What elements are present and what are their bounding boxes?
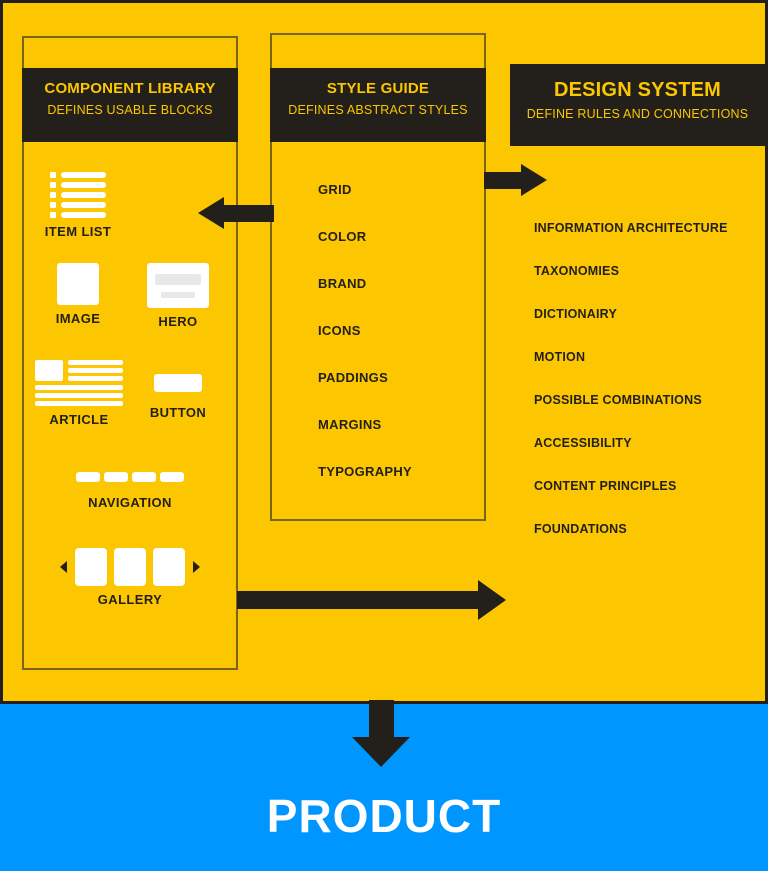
arrow-right-long-icon <box>478 580 506 620</box>
component-tile-label: GALLERY <box>97 592 163 607</box>
button-icon <box>154 374 202 392</box>
component-library-panel <box>22 36 238 670</box>
article-layout-icon <box>35 360 123 406</box>
arrow-down-icon <box>352 737 410 767</box>
style-guide-title: STYLE GUIDE <box>326 80 430 97</box>
component-tile-gallery: GALLERY <box>60 548 200 607</box>
component-tile-button: BUTTON <box>136 374 220 420</box>
arrow-long-shaft <box>237 591 485 609</box>
component-library-subtitle: DEFINES USABLE BLOCKS <box>47 102 213 117</box>
design-system-item: MOTION <box>534 350 586 364</box>
style-guide-panel <box>270 33 486 521</box>
chevron-left-icon <box>60 561 67 573</box>
design-system-subtitle: DEFINE RULES AND CONNECTIONS <box>526 107 749 121</box>
style-guide-item: MARGINS <box>318 417 382 432</box>
component-tile-navigation: NAVIGATION <box>76 472 184 510</box>
component-tile-label: ITEM LIST <box>44 224 112 239</box>
design-system-item: POSSIBLE COMBINATIONS <box>534 393 702 407</box>
design-system-title: DESIGN SYSTEM <box>553 79 722 101</box>
component-tile-label: HERO <box>158 314 198 329</box>
component-tile-label: IMAGE <box>55 311 101 326</box>
arrow-left-shaft <box>218 205 274 222</box>
style-guide-item: TYPOGRAPHY <box>318 464 413 479</box>
style-guide-item: BRAND <box>318 276 367 291</box>
component-tile-label: BUTTON <box>149 405 207 420</box>
component-tile-image: IMAGE <box>36 263 120 326</box>
image-placeholder-icon <box>57 263 99 305</box>
arrow-right-icon <box>521 164 547 196</box>
arrow-left-icon <box>198 197 224 229</box>
component-tile-article: ARTICLE <box>34 360 124 427</box>
design-system-item: INFORMATION ARCHITECTURE <box>534 221 728 235</box>
item-list-icon <box>50 172 106 218</box>
navigation-bar-icon <box>76 472 184 482</box>
design-system-item: TAXONOMIES <box>534 264 620 278</box>
hero-card-icon <box>147 263 209 308</box>
style-guide-item: COLOR <box>318 229 367 244</box>
style-guide-header: STYLE GUIDE DEFINES ABSTRACT STYLES <box>270 68 486 142</box>
component-tile-hero: HERO <box>136 263 220 329</box>
component-tile-item-list: ITEM LIST <box>22 172 134 239</box>
chevron-right-icon <box>193 561 200 573</box>
design-system-item: DICTIONAIRY <box>534 307 617 321</box>
style-guide-item: PADDINGS <box>318 370 389 385</box>
design-system-item: FOUNDATIONS <box>534 522 627 536</box>
component-library-header: COMPONENT LIBRARY DEFINES USABLE BLOCKS <box>22 68 238 142</box>
design-system-header: DESIGN SYSTEM DEFINE RULES AND CONNECTIO… <box>510 64 765 146</box>
style-guide-item: ICONS <box>318 323 361 338</box>
component-tile-label: NAVIGATION <box>88 495 172 510</box>
arrow-down-shaft <box>369 700 394 740</box>
style-guide-list: GRID COLOR BRAND ICONS PADDINGS MARGINS … <box>318 180 478 509</box>
style-guide-subtitle: DEFINES ABSTRACT STYLES <box>288 102 468 117</box>
product-title: PRODUCT <box>266 790 502 842</box>
arrow-right-shaft <box>484 172 528 189</box>
style-guide-item: GRID <box>318 182 352 197</box>
gallery-carousel-icon <box>60 548 200 586</box>
design-system-item: CONTENT PRINCIPLES <box>534 479 677 493</box>
component-library-title: COMPONENT LIBRARY <box>44 80 216 97</box>
design-system-list: INFORMATION ARCHITECTURE TAXONOMIES DICT… <box>534 219 764 563</box>
design-system-item: ACCESSIBILITY <box>534 436 632 450</box>
component-tile-label: ARTICLE <box>49 412 109 427</box>
